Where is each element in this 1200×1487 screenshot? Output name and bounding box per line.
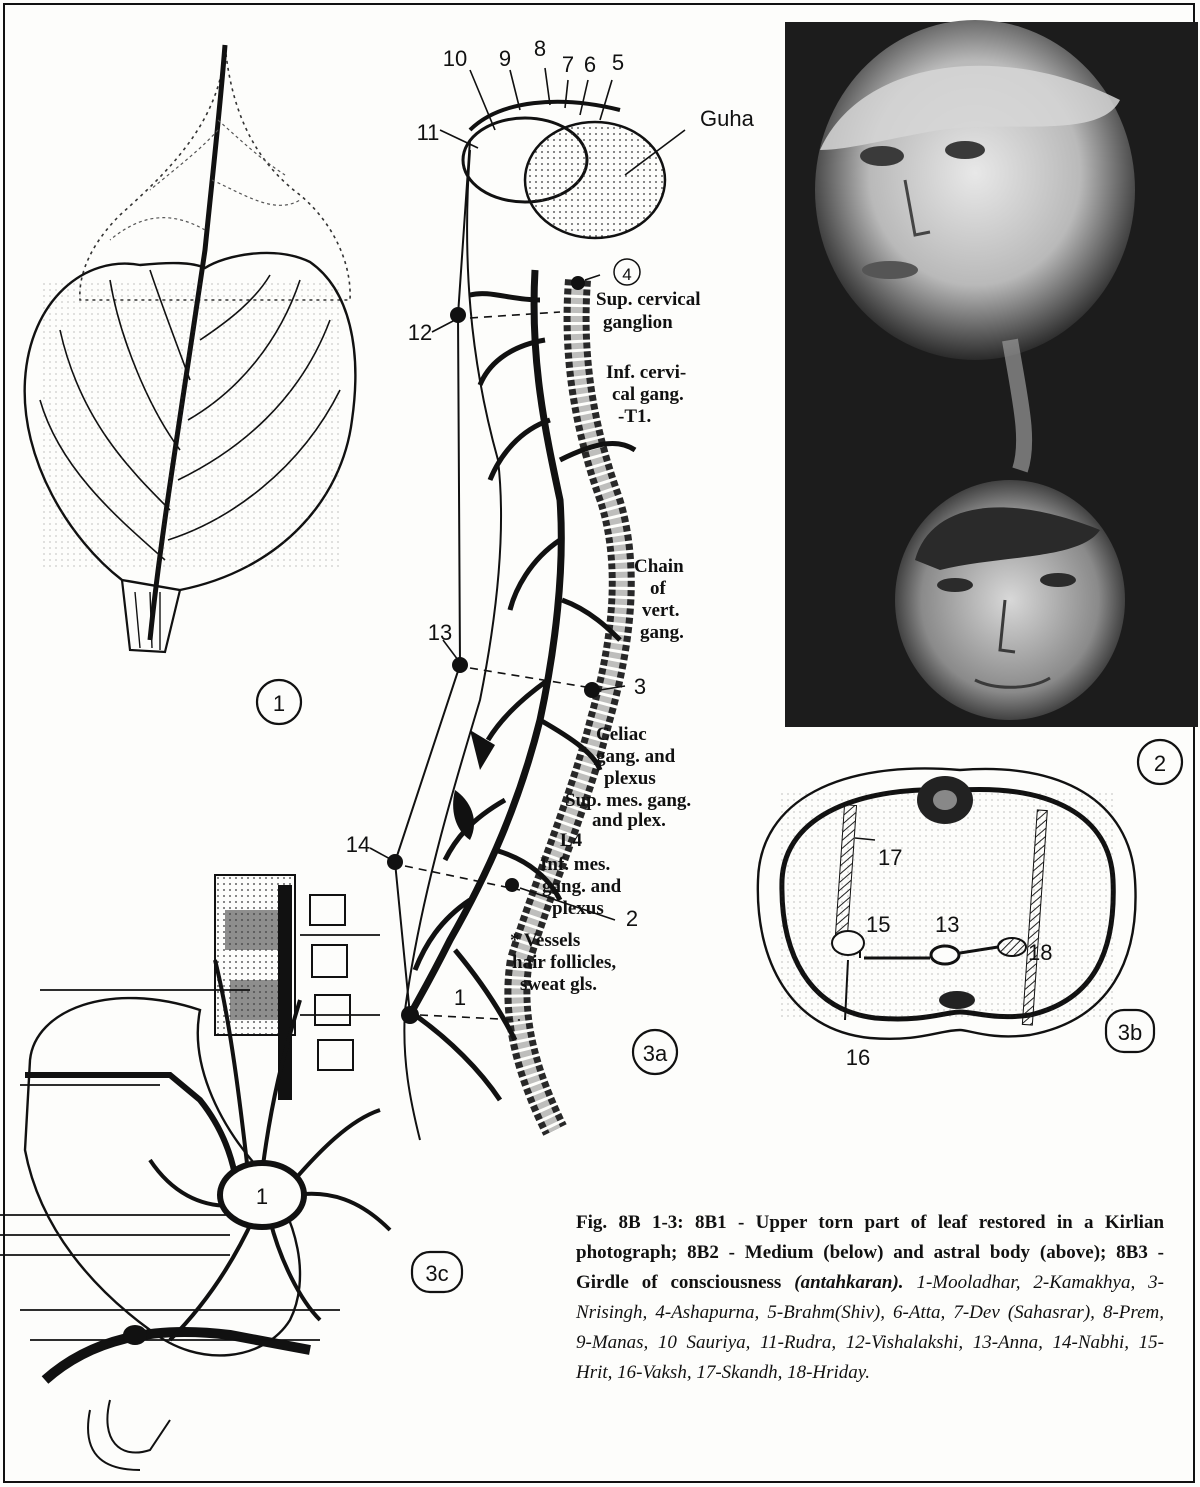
chain-line4: gang. <box>640 622 684 643</box>
panel-2-photograph: 2 <box>785 20 1198 784</box>
label-1: 1 <box>454 985 466 1010</box>
node-13-section <box>931 946 959 964</box>
chain-line3: vert. <box>642 600 679 621</box>
label-14: 14 <box>346 832 370 857</box>
vessels-line2: hair follicles, <box>512 952 616 973</box>
label-guha: Guha <box>700 106 755 131</box>
label-3: 3 <box>634 674 646 699</box>
label-15: 15 <box>866 912 890 937</box>
node-13 <box>452 657 468 673</box>
sup-cervical-line1: Sup. cervical <box>596 289 701 310</box>
label-12: 12 <box>408 320 432 345</box>
panel-3b-cross-section: 17 15 13 18 16 3b <box>758 768 1154 1070</box>
panel-3a-spinal-diagram: 10 9 8 7 6 5 11 4 12 13 3 14 2 1 Guha Su… <box>346 36 755 1140</box>
label-4: 4 <box>622 265 631 284</box>
label-17: 17 <box>878 845 902 870</box>
node-3 <box>584 682 600 698</box>
caption-fig-label: Fig. 8B 1-3: <box>576 1212 684 1233</box>
sup-cervical-line2: ganglion <box>603 312 673 333</box>
caption-term: (antahkaran). <box>794 1272 903 1293</box>
inf-cervical-line2: cal gang. <box>612 384 684 405</box>
label-16: 16 <box>846 1045 870 1070</box>
panel-2-number: 2 <box>1154 751 1166 776</box>
label-13-section: 13 <box>935 912 959 937</box>
label-8: 8 <box>534 36 546 61</box>
antahkaran-line <box>395 140 470 1015</box>
panel-3a-number: 3a <box>643 1041 668 1066</box>
inf-mes-line2: gang. and <box>542 876 622 897</box>
sup-mes-line1: Sup. mes. gang. <box>565 790 691 811</box>
label-6: 6 <box>584 52 596 77</box>
panel-1-leaf-drawing: 1 <box>25 45 356 724</box>
celiac-line3: plexus <box>604 768 656 789</box>
guha-region <box>525 122 665 238</box>
chain-line1: Chain <box>634 556 684 577</box>
celiac-line2: gang. and <box>596 746 676 767</box>
vessels-line1: * Vessels <box>510 930 580 951</box>
label-9: 9 <box>499 46 511 71</box>
label-13: 13 <box>428 620 452 645</box>
panel-3c-pelvic-diagram: 1 3c <box>0 875 462 1470</box>
inf-cervical-line3: -T1. <box>618 406 651 427</box>
node-1 <box>401 1006 419 1024</box>
vessels-line3: sweat gls. <box>520 974 597 995</box>
label-10: 10 <box>443 46 467 71</box>
label-18: 18 <box>1028 940 1052 965</box>
node-14 <box>387 854 403 870</box>
inf-mes-line3: plexus <box>552 898 604 919</box>
node-18 <box>998 938 1026 956</box>
label-11: 11 <box>417 120 440 145</box>
sup-mes-line2: and plex. <box>592 810 666 831</box>
figure-caption: Fig. 8B 1-3: 8B1 - Upper torn part of le… <box>576 1208 1164 1388</box>
l4-label: L4 <box>560 830 583 851</box>
panel-3b-number: 3b <box>1118 1020 1142 1045</box>
inf-cervical-line1: Inf. cervi- <box>606 362 686 383</box>
celiac-line1: Celiac <box>596 724 647 745</box>
panel-3c-number: 3c <box>425 1261 448 1286</box>
label-2: 2 <box>626 906 638 931</box>
chain-line2: of <box>650 578 667 599</box>
sternum-bottom <box>939 991 975 1009</box>
label-1-pelvic: 1 <box>256 1184 268 1209</box>
label-7: 7 <box>562 52 574 77</box>
panel-1-number: 1 <box>273 691 285 716</box>
node-4 <box>571 276 585 290</box>
inf-mes-line1: Inf. mes. <box>540 854 610 875</box>
label-5: 5 <box>612 50 624 75</box>
